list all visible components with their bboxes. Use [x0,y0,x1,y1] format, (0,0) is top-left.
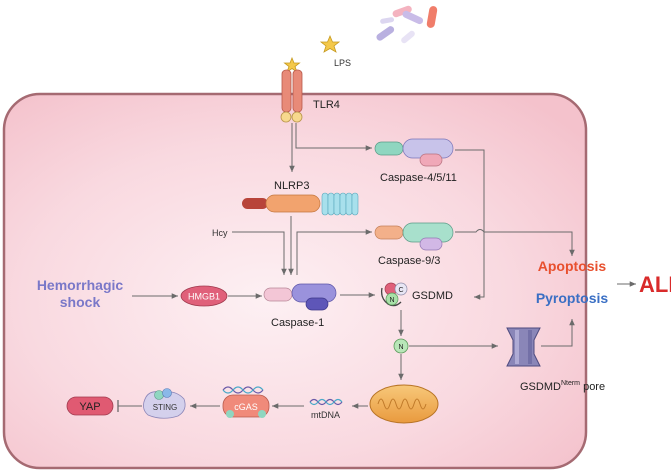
ali-label: ALI [639,272,671,297]
mtdna-label: mtDNA [311,410,340,420]
caspase-1-label: Caspase-1 [271,317,324,329]
nterm-n-label: N [398,344,403,351]
tlr4-label: TLR4 [313,99,340,111]
arrow-tlr4-caspase4 [295,123,372,151]
hmgb1-node [180,285,228,307]
tlr4-receptor-icon [280,56,303,123]
arrow-pore-pyroptosis [541,319,575,347]
apoptosis-label: Apoptosis [538,258,607,274]
hmgb1-label: HMGB1 [188,292,220,302]
arrow-caspase4-gsdmd [455,149,485,300]
caspase-9-3-label: Caspase-9/3 [378,255,440,267]
sting-label: STING [153,403,177,412]
bacteria-icon [376,5,438,44]
cgas-icon [222,386,270,418]
lps-star-icon [319,34,341,53]
caspase-1-icon [263,283,337,311]
gsdmd-pore-label: GSDMDNterm pore [520,380,605,393]
yap-label: YAP [79,401,100,413]
gsdmd-label: GSDMD [412,290,453,302]
mitochondria-icon [369,384,439,424]
nlrp3-label: NLRP3 [274,180,309,192]
hemorrhagic-shock-line2: shock [60,294,101,310]
lps-label: LPS [334,58,351,68]
gsdmd-icon [380,282,408,307]
gsdmd-n-label: N [389,297,394,304]
cgas-label: cGAS [234,402,258,412]
yap-node [66,396,114,416]
sting-icon [143,388,186,419]
gsdmd-nterm-node [393,338,409,354]
pyroptosis-label: Pyroptosis [536,290,609,306]
hemorrhagic-shock-line1: Hemorrhagic [37,277,124,293]
gsdmd-pore-icon [506,327,541,367]
gsdmd-c-label: C [398,287,403,294]
caspase-4-5-11-icon [374,138,454,167]
caspase-4-5-11-label: Caspase-4/5/11 [380,172,457,184]
caspase-9-3-icon [374,222,454,251]
arrow-hcy-caspase1 [232,231,287,275]
arrow-hcy-caspase93 [296,229,372,275]
mtdna-icon [309,398,343,406]
hcy-label: Hcy [212,228,228,238]
nlrp3-icon [242,192,359,216]
